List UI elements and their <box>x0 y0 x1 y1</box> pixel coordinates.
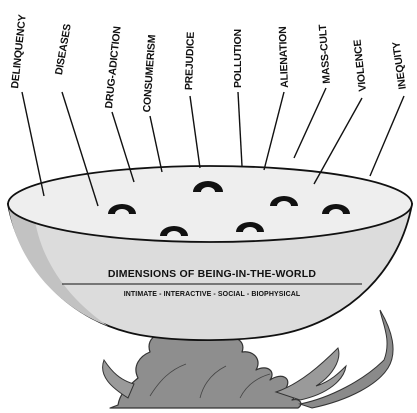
flame-left-wisp <box>103 360 134 398</box>
label-prejudice: PREJUDICE <box>184 32 197 91</box>
label-alienation: ALIENATION <box>278 26 291 88</box>
bowl-rim <box>8 166 412 242</box>
caption-title: DIMENSIONS OF BEING-IN-THE-WORLD <box>62 268 362 280</box>
label-pollution: POLLUTION <box>233 29 244 88</box>
caption-subtitle: INTIMATE - INTERACTIVE - SOCIAL - BIOPHY… <box>62 291 362 298</box>
